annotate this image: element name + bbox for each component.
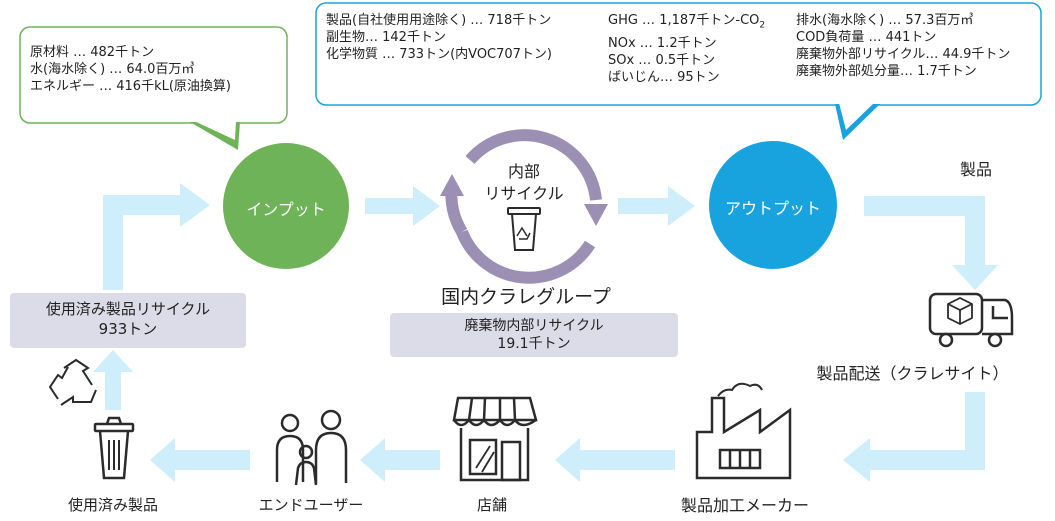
store-label: 店舗 bbox=[476, 496, 507, 514]
input-materials-list: 原材料 … 482千トン 水(海水除く) … 64.0百万㎥ エネルギー … 4… bbox=[30, 44, 231, 95]
input-line-energy: エネルギー … 416千kL(原油換算) bbox=[30, 79, 231, 94]
arrow-store-to-enduser bbox=[360, 438, 440, 482]
delivery-label: 製品配送（クラレサイト） bbox=[816, 364, 1009, 383]
output-circle bbox=[709, 141, 837, 269]
output-cod: COD負荷量 … 441トン bbox=[796, 30, 937, 45]
used-product-trash-icon bbox=[93, 416, 135, 480]
arrow-recycle-to-output bbox=[618, 186, 695, 226]
recycle-plate-line2: 933トン bbox=[98, 320, 158, 338]
manufacturer-label: 製品加工メーカー bbox=[680, 496, 809, 515]
group-internal-recycle-plate: 廃棄物内部リサイクル 19.1千トン bbox=[390, 313, 678, 357]
group-title: 国内クラレグループ bbox=[441, 286, 611, 308]
output-waste-recycle: 廃棄物外部リサイクル… 44.9千トン bbox=[796, 47, 1011, 62]
flow-arrows bbox=[93, 183, 998, 482]
output-dust: ばいじん… 95トン bbox=[608, 69, 720, 85]
output-callout-bubble bbox=[315, 2, 1042, 140]
output-ghg: GHG … 1,187千トン-CO2 bbox=[608, 13, 766, 31]
internal-recycle-cycle-icon bbox=[445, 129, 602, 284]
arrow-input-to-recycle bbox=[365, 186, 440, 226]
recycle-plate-line1: 使用済み製品リサイクル bbox=[45, 300, 211, 318]
end-user-label: エンドユーザー bbox=[258, 496, 364, 514]
arrow-output-to-delivery bbox=[864, 196, 998, 290]
arrow-delivery-to-manufacturer bbox=[843, 392, 985, 482]
arrow-used-to-recycle-plate bbox=[93, 350, 133, 410]
output-sox: SOx … 0.5千トン bbox=[608, 52, 716, 68]
output-products: 製品(自社使用用途除く) … 718千トン bbox=[326, 13, 552, 28]
group-plate-line2: 19.1千トン bbox=[497, 336, 571, 352]
arrow-enduser-to-used bbox=[150, 438, 250, 482]
output-col1: 製品(自社使用用途除く) … 718千トン 副生物… 142千トン 化学物質 …… bbox=[326, 12, 552, 63]
output-nox: NOx … 1.2千トン bbox=[608, 35, 717, 51]
used-product-recycle-plate: 使用済み製品リサイクル 933トン bbox=[10, 293, 246, 348]
output-col2: GHG … 1,187千トン-CO2 NOx … 1.2千トン SOx … 0.… bbox=[608, 12, 765, 86]
arrow-recycle-to-input bbox=[103, 183, 210, 290]
output-wastewater: 排水(海水除く) … 57.3百万㎥ bbox=[796, 13, 974, 28]
output-col3: 排水(海水除く) … 57.3百万㎥ COD負荷量 … 441トン 廃棄物外部リ… bbox=[796, 12, 1010, 80]
internal-recycle-label-1: 内部 bbox=[507, 162, 540, 181]
input-line-raw-materials: 原材料 … 482千トン bbox=[30, 45, 155, 60]
output-byproducts: 副生物… 142千トン bbox=[326, 30, 446, 45]
output-node-label: アウトプット bbox=[724, 199, 821, 218]
used-product-label: 使用済み製品 bbox=[67, 496, 158, 514]
factory-icon bbox=[695, 382, 792, 480]
group-plate-line1: 廃棄物内部リサイクル bbox=[464, 318, 604, 334]
arrow-manufacturer-to-store bbox=[555, 438, 675, 482]
input-line-water: 水(海水除く) … 64.0百万㎥ bbox=[30, 62, 195, 77]
product-label: 製品 bbox=[959, 160, 992, 179]
input-callout-bubble bbox=[19, 26, 288, 150]
store-icon bbox=[452, 396, 538, 482]
recycle-symbol-icon bbox=[48, 358, 97, 406]
internal-recycle-label-2: リサイクル bbox=[484, 184, 564, 203]
end-user-family-icon bbox=[275, 409, 348, 486]
output-waste-disposal: 廃棄物外部処分量… 1.7千トン bbox=[796, 64, 977, 79]
output-chemicals: 化学物質 … 733トン(内VOC707トン) bbox=[326, 47, 553, 62]
delivery-truck-icon bbox=[928, 292, 1014, 348]
input-circle bbox=[223, 143, 349, 269]
trash-recycle-icon bbox=[507, 207, 541, 251]
input-node-label: インプット bbox=[246, 200, 326, 219]
